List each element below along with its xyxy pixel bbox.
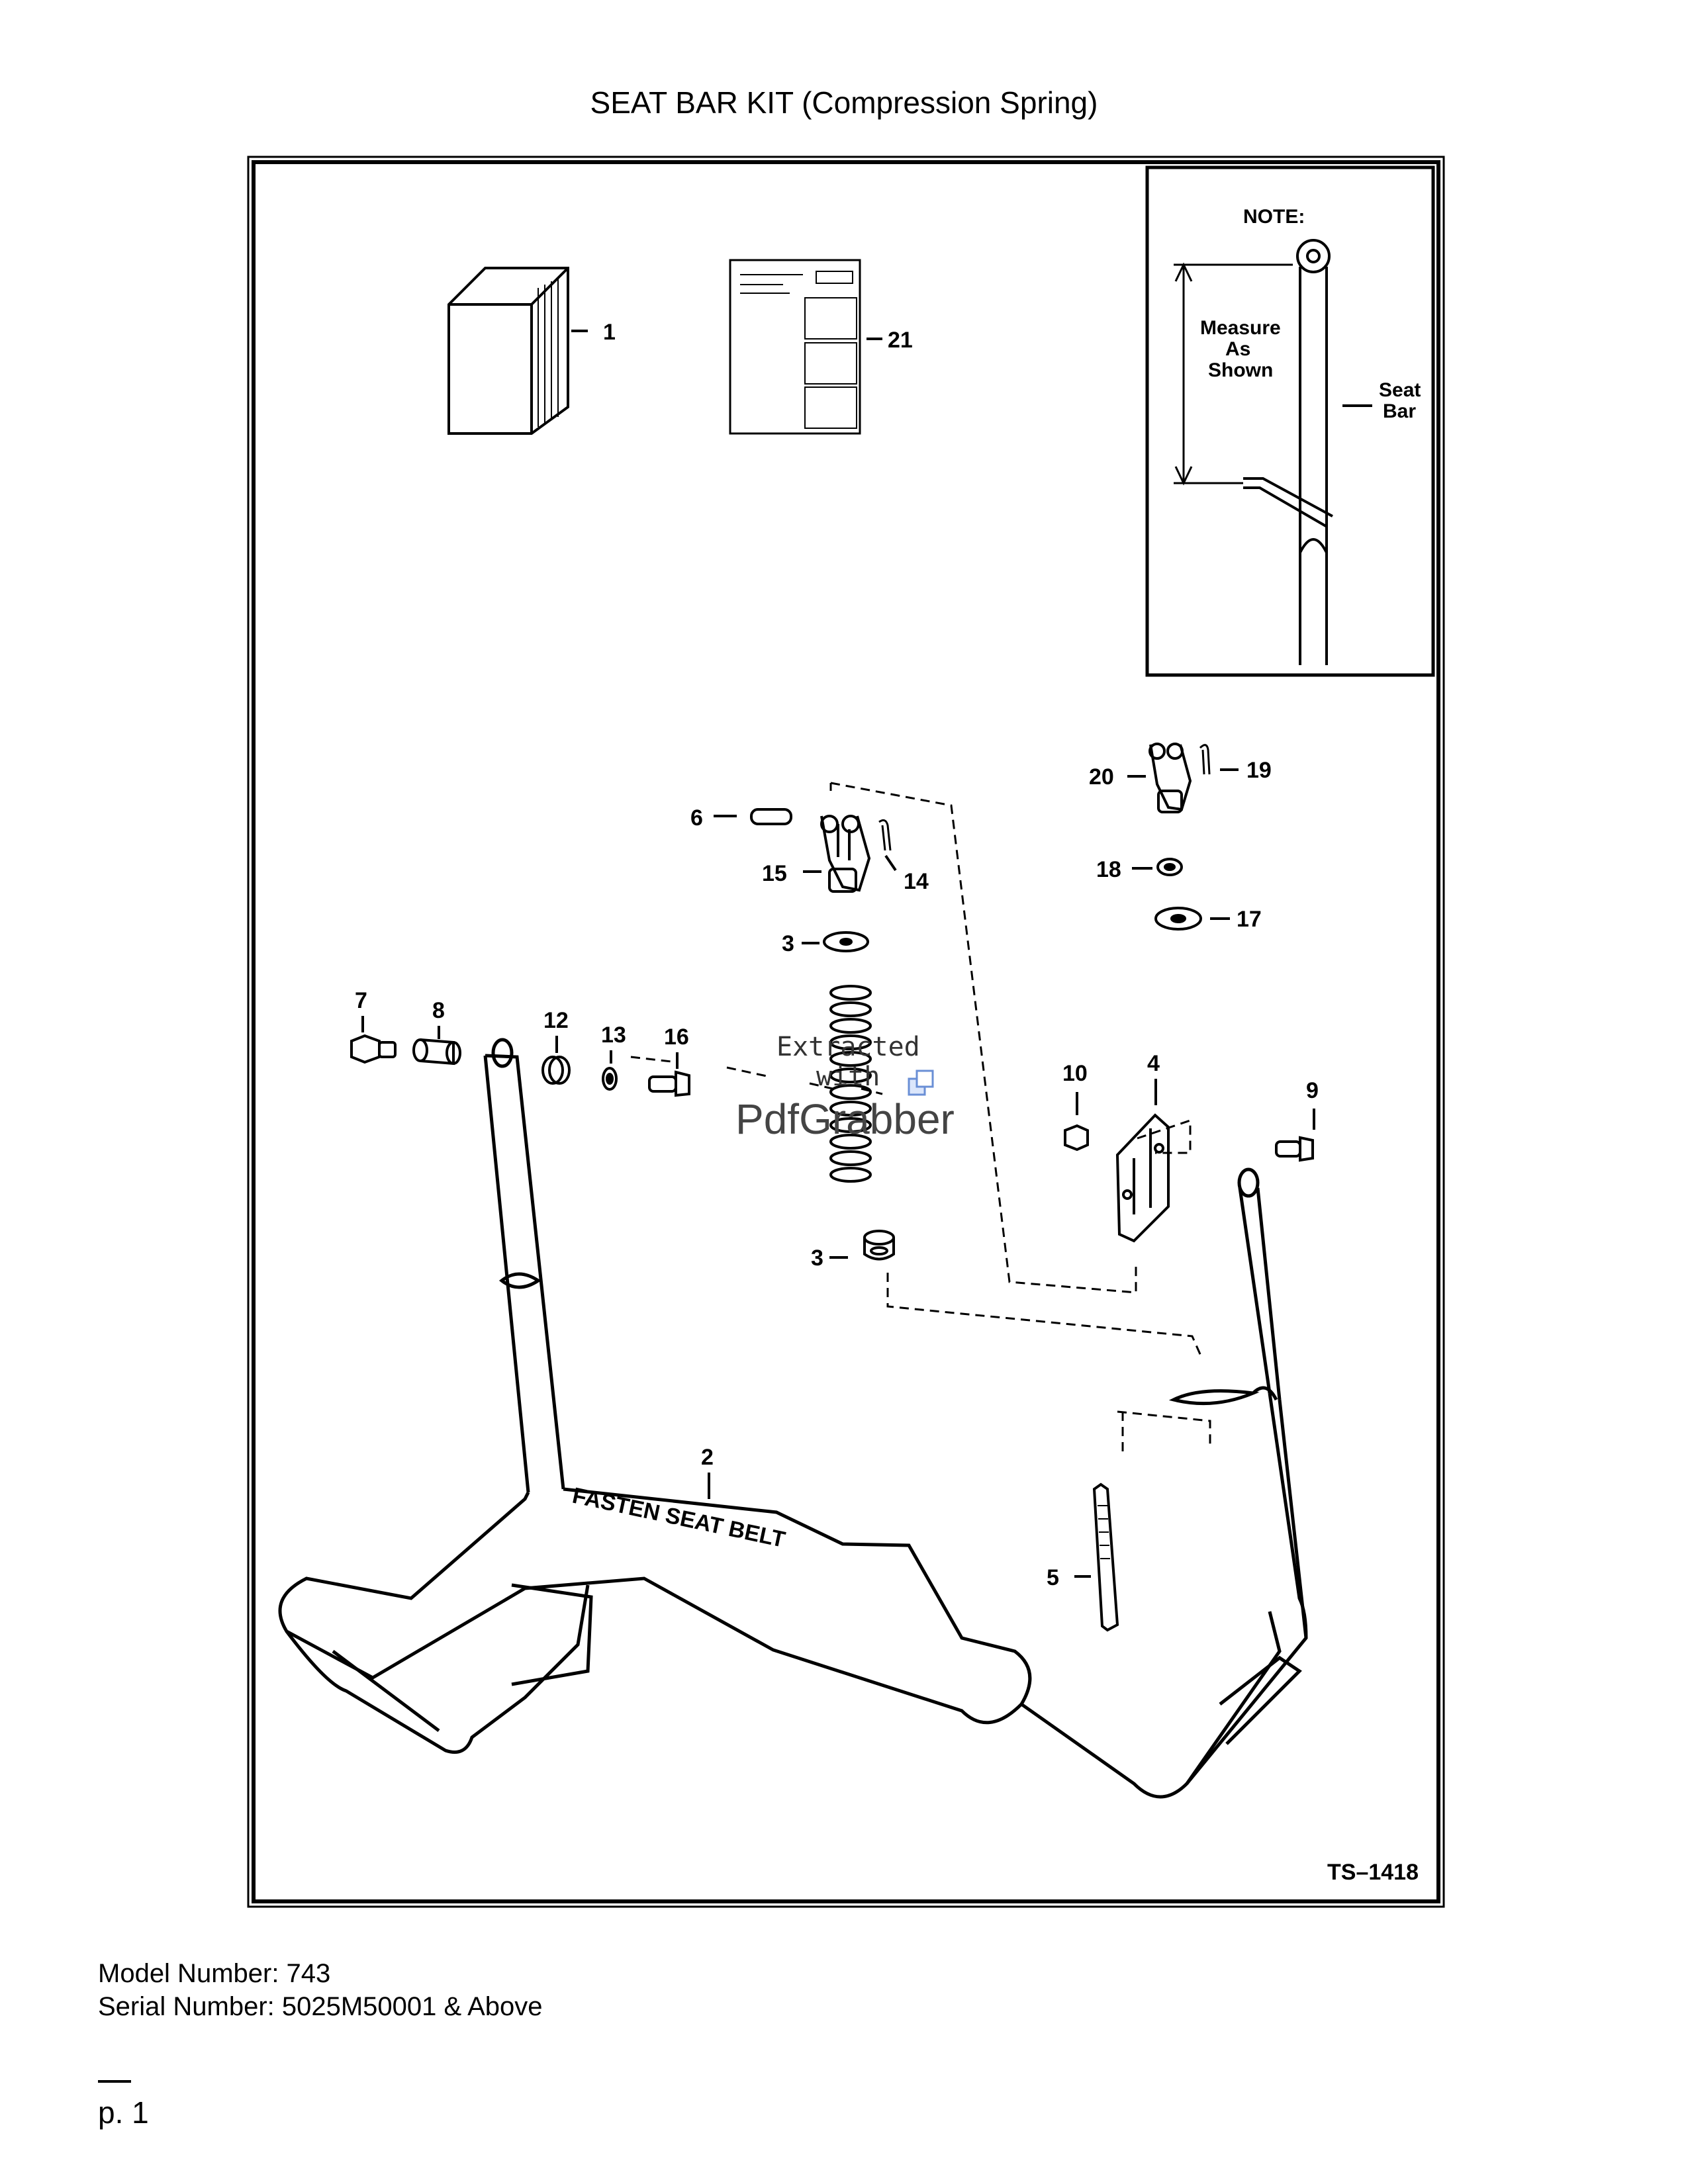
callout-17: 17 <box>1237 907 1262 932</box>
callout-21: 21 <box>888 328 913 353</box>
part-17-washer: 17 <box>1154 907 1262 932</box>
callout-9: 9 <box>1306 1078 1319 1103</box>
part-12-bushing: 12 <box>541 1008 571 1085</box>
callout-2: 2 <box>701 1445 714 1470</box>
note-inset: NOTE: Measure As Shown Seat Bar <box>1145 165 1435 677</box>
part-18-nut: 18 <box>1096 857 1183 882</box>
note-measure-line2: As <box>1225 338 1250 360</box>
compression-spring <box>829 985 872 1183</box>
note-measure-line3: Shown <box>1208 359 1273 381</box>
callout-18: 18 <box>1096 857 1121 882</box>
callout-14: 14 <box>904 869 929 894</box>
callout-6: 6 <box>690 805 703 831</box>
callout-4: 4 <box>1147 1051 1160 1076</box>
part-9-bolt: 9 <box>1275 1078 1319 1162</box>
watermark-line2: with <box>816 1062 880 1092</box>
part-8-spacer: 8 <box>412 998 461 1066</box>
part-13-washer: 13 <box>601 1023 626 1091</box>
parts-diagram: NOTE: Measure As Shown Seat Bar 1 <box>247 156 1446 1909</box>
note-measure-line1: Measure <box>1200 317 1281 339</box>
watermark: Extracted with PdfGrabber <box>735 1032 955 1143</box>
part-3a-washer: 3 <box>782 931 869 956</box>
part-2-seat-bar: FASTEN SEAT BELT 2 <box>278 1038 1308 1799</box>
part-14-cotter: 14 <box>878 819 929 894</box>
seat-bar-decal: FASTEN SEAT BELT <box>570 1483 787 1553</box>
part-15-clevis: 15 <box>762 815 871 893</box>
part-7-bolt: 7 <box>350 988 397 1064</box>
part-1-box: 1 <box>447 267 616 435</box>
part-19-cotter: 19 <box>1199 744 1272 783</box>
part-10-nut: 10 <box>1062 1061 1089 1152</box>
note-seat-line1: Seat <box>1379 379 1421 401</box>
callout-13: 13 <box>601 1023 626 1048</box>
page-title: SEAT BAR KIT (Compression Spring) <box>590 85 1098 120</box>
part-5-bolt: 5 <box>1047 1482 1119 1632</box>
part-21-instructions: 21 <box>729 259 913 435</box>
callout-15: 15 <box>762 861 787 886</box>
part-4-bracket: 4 <box>1115 1051 1170 1243</box>
part-6-pin: 6 <box>690 805 792 831</box>
callout-20: 20 <box>1089 764 1114 790</box>
callout-16: 16 <box>664 1024 689 1050</box>
callout-1: 1 <box>603 320 616 345</box>
page-rule <box>98 2080 131 2083</box>
note-heading: NOTE: <box>1243 206 1305 228</box>
callout-3b: 3 <box>811 1246 823 1271</box>
watermark-line1: Extracted <box>776 1032 920 1062</box>
part-16-bolt: 16 <box>648 1024 690 1097</box>
serial-number: Serial Number: 5025M50001 & Above <box>98 1992 543 2021</box>
callout-12: 12 <box>543 1008 569 1033</box>
note-seat-line2: Bar <box>1383 400 1416 422</box>
callout-10: 10 <box>1062 1061 1088 1086</box>
drawing-number: TS–1418 <box>1327 1860 1419 1885</box>
callout-7: 7 <box>355 988 367 1013</box>
page-number: p. 1 <box>98 2095 149 2130</box>
model-number: Model Number: 743 <box>98 1959 331 1988</box>
assembly-dashed-lines <box>630 782 1211 1451</box>
callout-5: 5 <box>1047 1565 1059 1590</box>
part-20-clevis: 20 <box>1089 743 1192 813</box>
callout-19: 19 <box>1246 758 1272 783</box>
callout-3a: 3 <box>782 931 794 956</box>
diagram-inner-frame <box>252 160 1440 1903</box>
part-3b-bushing: 3 <box>811 1230 895 1271</box>
callout-8: 8 <box>432 998 445 1023</box>
watermark-brand: PdfGrabber <box>735 1095 955 1143</box>
diagram-frame <box>247 156 1445 1908</box>
